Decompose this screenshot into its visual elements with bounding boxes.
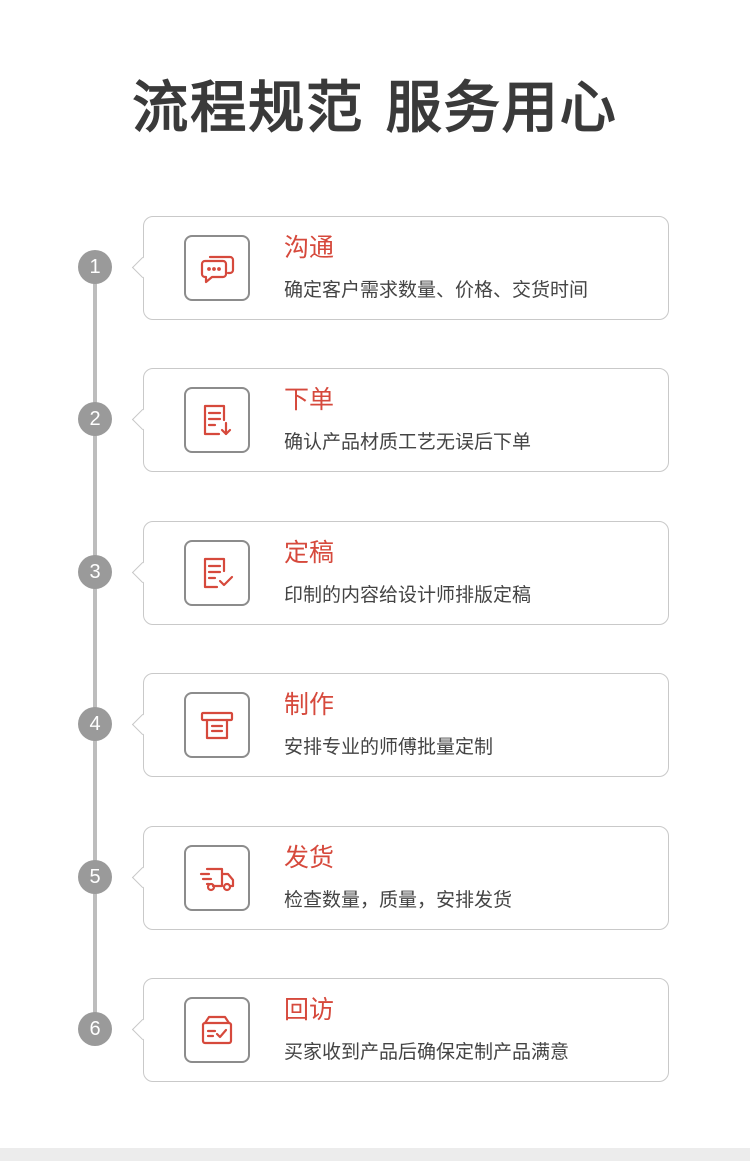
step-number-6: 6 [78, 1012, 112, 1046]
step-card-shipping: 发货 检查数量，质量，安排发货 [131, 826, 669, 930]
card-pointer [131, 256, 154, 279]
step-number-4: 4 [78, 707, 112, 741]
step-title: 下单 [284, 385, 335, 414]
step-description: 印制的内容给设计师排版定稿 [284, 584, 532, 606]
card-pointer [131, 408, 154, 431]
step-number-3: 3 [78, 555, 112, 589]
card-pointer [131, 561, 154, 584]
step-description: 确定客户需求数量、价格、交货时间 [284, 279, 589, 301]
step-title: 发货 [284, 843, 335, 872]
step-title: 回访 [284, 995, 335, 1024]
step-card-order: 下单 确认产品材质工艺无误后下单 [131, 368, 669, 472]
step-number-1: 1 [78, 250, 112, 284]
step-title: 沟通 [284, 233, 335, 262]
step-card-follow-up: 回访 买家收到产品后确保定制产品满意 [131, 978, 669, 1082]
step-number-2: 2 [78, 402, 112, 436]
page-title: 流程规范 服务用心 [132, 76, 618, 141]
step-title: 制作 [284, 690, 335, 719]
timeline-line [93, 267, 97, 1029]
box-check-icon [184, 997, 250, 1063]
step-number-5: 5 [78, 860, 112, 894]
step-card-production: 制作 安排专业的师傅批量定制 [131, 673, 669, 777]
bottom-band [0, 1148, 750, 1161]
step-title: 定稿 [284, 538, 335, 567]
printer-icon [184, 692, 250, 758]
delivery-truck-icon [184, 845, 250, 911]
card-pointer [131, 1018, 154, 1041]
approved-document-icon [184, 540, 250, 606]
step-description: 安排专业的师傅批量定制 [284, 736, 494, 758]
step-description: 买家收到产品后确保定制产品满意 [284, 1041, 570, 1063]
step-card-communicate: 沟通 确定客户需求数量、价格、交货时间 [131, 216, 669, 320]
step-card-finalize: 定稿 印制的内容给设计师排版定稿 [131, 521, 669, 625]
card-pointer [131, 866, 154, 889]
order-document-icon [184, 387, 250, 453]
step-description: 检查数量，质量，安排发货 [284, 889, 513, 911]
step-description: 确认产品材质工艺无误后下单 [284, 431, 532, 453]
card-pointer [131, 713, 154, 736]
chat-bubbles-icon [184, 235, 250, 301]
